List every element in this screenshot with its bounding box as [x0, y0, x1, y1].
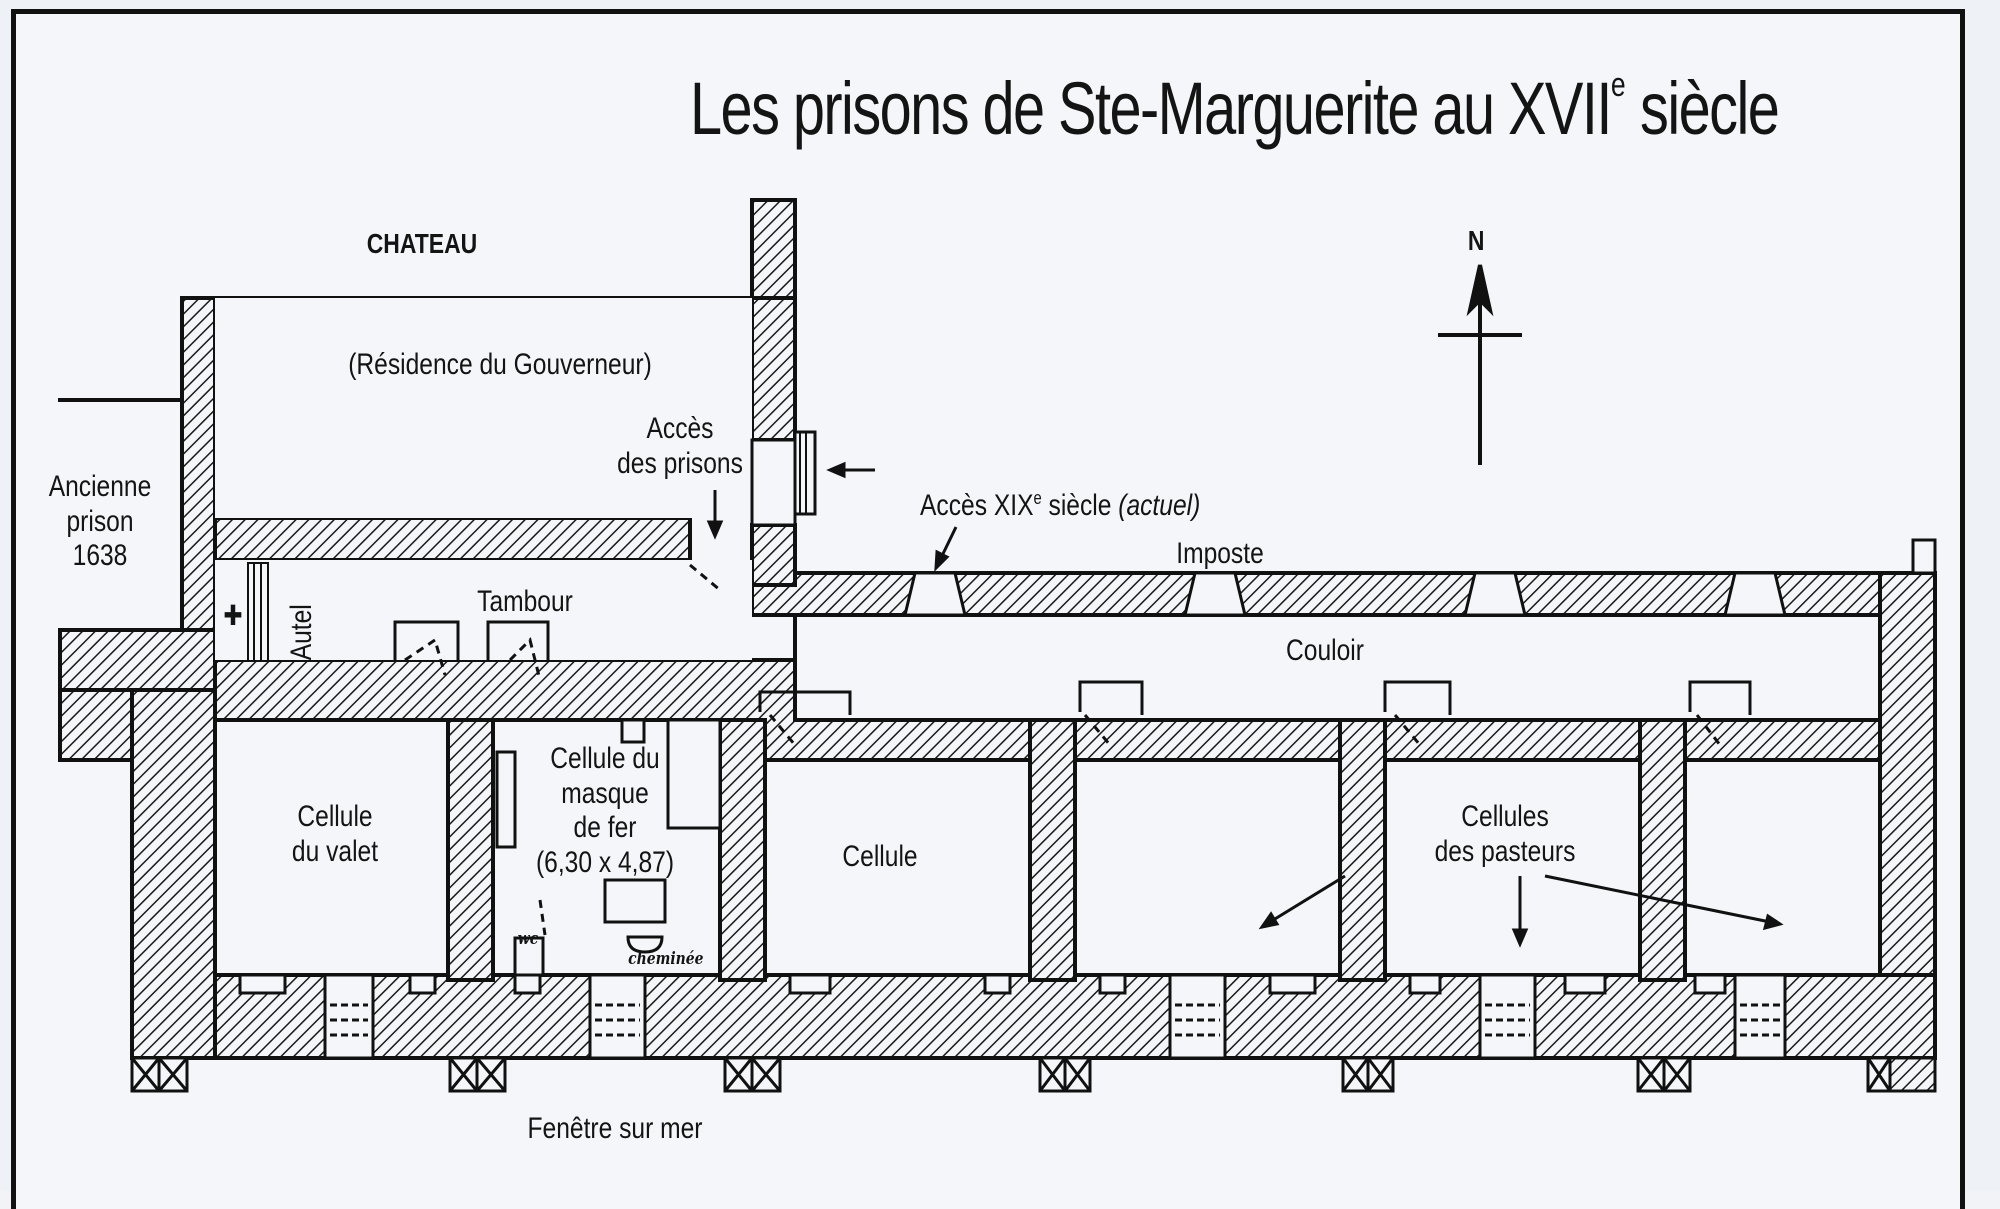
cellules-pasteurs-label: Cellules des pasteurs [1434, 800, 1576, 868]
cellule-valet-label: Cellule du valet [291, 800, 379, 868]
pasteurs-arrow-down-icon [1511, 876, 1529, 948]
chapel-passage [215, 560, 752, 660]
tambour-label: Tambour [477, 585, 573, 618]
acces-xix-label: Accès XIXe siècle (actuel) [920, 488, 1201, 522]
ancienne-prison-label: Ancienne prison 1638 [48, 470, 152, 572]
table [603, 878, 667, 924]
residence-room [215, 298, 752, 518]
wc-label: wc [517, 929, 539, 949]
residence-label: (Résidence du Gouverneur) [348, 348, 652, 381]
cellule-masque-label: Cellule du masque de fer (6,30 x 4,87) [535, 742, 675, 879]
sea-window [1341, 1056, 1395, 1093]
acces-xix-arrow-icon [934, 526, 958, 572]
fireplace [626, 935, 664, 954]
sea-window [723, 1056, 782, 1093]
fenetre-label: Fenêtre sur mer [527, 1112, 703, 1145]
cell-generic [763, 758, 1032, 977]
acces-prisons-label: Accès des prisons [617, 412, 743, 480]
sea-window [448, 1056, 507, 1093]
sea-window [1636, 1056, 1692, 1093]
cell-pasteur-1 [1073, 758, 1342, 977]
cell-pasteur-3 [1683, 758, 1882, 977]
figure-title: Les prisons de Ste-Marguerite au XVIIe s… [690, 66, 1780, 150]
north-wall-vertical [750, 198, 797, 442]
window-embrasure [1478, 973, 1537, 1060]
imposte-label: Imposte [1176, 537, 1264, 570]
chateau-label: CHATEAU [366, 228, 478, 259]
residence-left-wall [180, 296, 217, 640]
cellule-label: Cellule [842, 840, 918, 873]
sea-wall [130, 973, 1937, 1060]
sea-window [1866, 1056, 1892, 1093]
cross-icon: ✚ [223, 600, 243, 631]
sea-window [130, 1056, 189, 1093]
entry-arrow-icon [826, 461, 875, 479]
couloir-space [793, 613, 1882, 722]
compass-label: N [1467, 225, 1485, 256]
window-embrasure [1733, 973, 1787, 1060]
window-embrasure [1168, 973, 1227, 1060]
acces-prisons-arrow-icon [706, 490, 724, 540]
pasteurs-arrow-right-icon [1544, 874, 1784, 931]
pasteurs-arrow-left-icon [1258, 874, 1346, 930]
north-arrow-icon [1438, 264, 1522, 465]
altar [247, 562, 269, 662]
window-embrasure [323, 973, 375, 1060]
cell-pasteur-2 [1383, 758, 1642, 977]
residence-bottom-wall [213, 516, 692, 562]
autel-label: Autel [284, 604, 318, 661]
window-embrasure [588, 973, 647, 1060]
couloir-label: Couloir [1286, 634, 1364, 667]
cheminee-label: cheminée [628, 949, 704, 969]
sea-window [1038, 1056, 1092, 1093]
